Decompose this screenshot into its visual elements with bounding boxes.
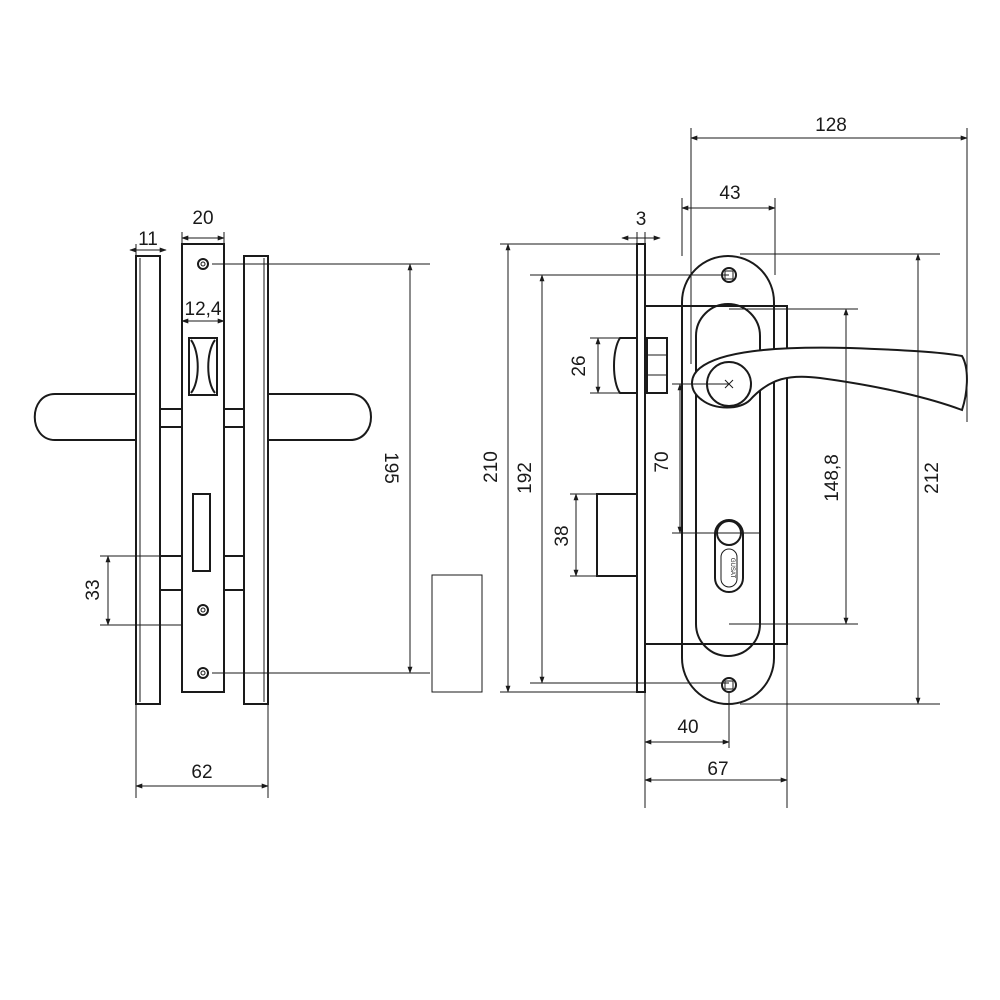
escutcheon-inner <box>695 303 761 657</box>
latch-side <box>188 337 218 396</box>
spindle-right <box>223 408 245 428</box>
faceplate-screw-bottom <box>197 667 209 679</box>
dim-case-height: 210 <box>481 451 502 483</box>
front-lever <box>691 346 968 412</box>
dim-latch-height: 26 <box>569 355 590 376</box>
dim-faceplate-thickness: 3 <box>636 209 647 230</box>
faceplate-screw-top <box>197 258 209 270</box>
cylinder-marking: GUSAT <box>729 558 735 579</box>
dim-faceplate-height: 192 <box>515 462 536 494</box>
front-view: GUSAT 3 128 43 26 210 192 <box>481 115 968 808</box>
dim-faceplate-width: 20 <box>192 208 213 229</box>
latch-bolt <box>613 337 638 394</box>
dim-screw-spacing: 148,8 <box>822 454 843 502</box>
dim-plate-thickness: 11 <box>138 229 158 250</box>
dim-center-distance: 70 <box>652 451 673 472</box>
dim-depth: 67 <box>707 759 728 780</box>
cylinder-escutcheon <box>714 519 744 593</box>
plate-screw-bottom <box>721 677 737 693</box>
dim-overall-depth: 62 <box>191 762 212 783</box>
dim-rosette-offset: 43 <box>719 183 740 204</box>
strike-plate <box>431 574 483 693</box>
tie-bolt-right <box>223 555 245 591</box>
dim-plate-height: 212 <box>922 462 943 494</box>
bolt-slot <box>192 493 211 572</box>
right-lever-handle <box>268 393 372 441</box>
right-plate <box>243 255 269 705</box>
dim-lever-reach: 128 <box>815 115 847 136</box>
left-lever-handle <box>33 393 136 441</box>
lock-faceplate <box>181 243 225 693</box>
dead-bolt <box>596 493 638 577</box>
tie-bolt-left <box>159 555 183 591</box>
faceplate-screw-middle <box>197 604 209 616</box>
dim-bolt-height-side: 33 <box>83 579 104 600</box>
front-faceplate <box>636 243 646 693</box>
left-plate <box>135 255 161 705</box>
spindle-left <box>159 408 183 428</box>
latch-body <box>646 337 668 394</box>
side-view: 11 20 12,4 195 33 62 <box>33 208 483 798</box>
dim-cylinder-width: 12,4 <box>185 299 222 320</box>
dim-backset: 40 <box>677 717 698 738</box>
dim-bolt-height-front: 38 <box>552 525 573 546</box>
dim-height-195: 195 <box>380 452 401 484</box>
